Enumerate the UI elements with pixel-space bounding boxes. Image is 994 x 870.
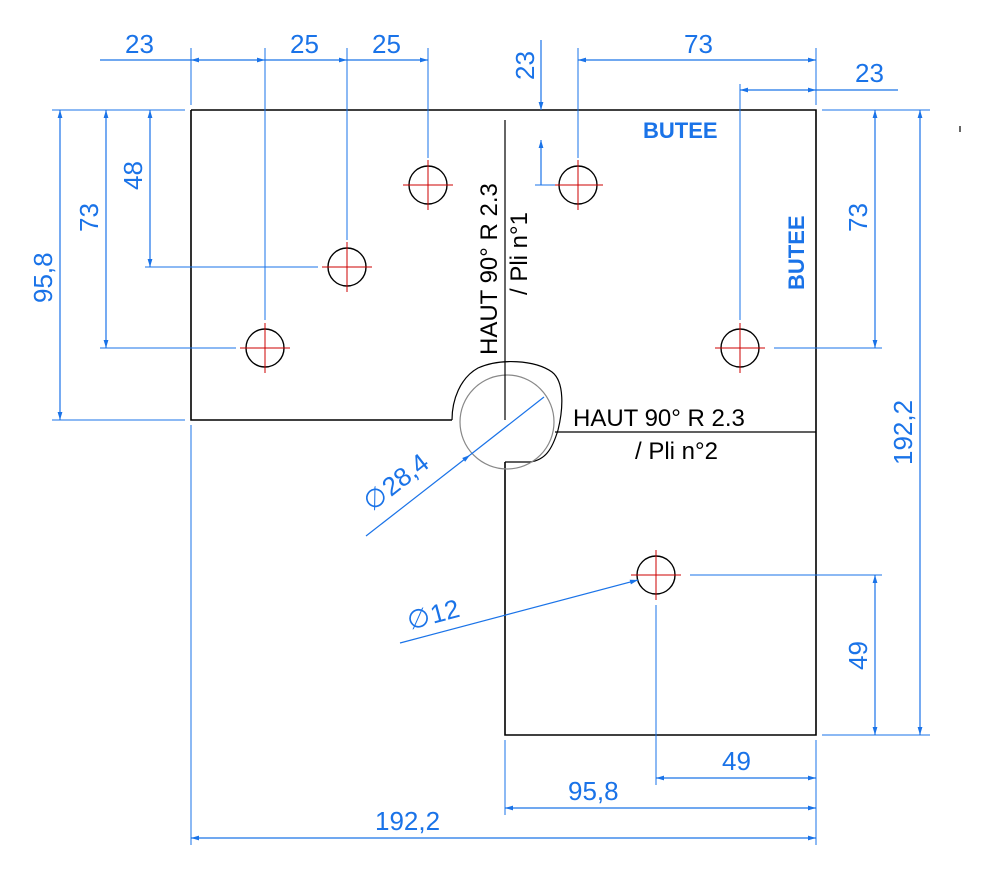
dim-left-73: 73 (74, 203, 104, 232)
bend-notes: HAUT 90° R 2.3 / Pli n°1 HAUT 90° R 2.3 … (476, 183, 745, 465)
hole-2 (322, 242, 372, 292)
dim-top-23-right: 23 (855, 58, 884, 88)
dim-diameter-12: ∅ 12 (404, 593, 463, 636)
dim-top-25-a: 25 (290, 29, 319, 59)
dimension-labels: 23 25 25 73 23 23 95,8 73 48 73 192,2 49… (28, 29, 918, 836)
dim-right-192-2: 192,2 (888, 400, 918, 465)
hole-3 (403, 160, 453, 210)
dim-right-73: 73 (843, 203, 873, 232)
dim-top-23-left: 23 (125, 29, 154, 59)
dim-top-73: 73 (684, 29, 713, 59)
hole-4 (553, 160, 603, 210)
dim-right-49: 49 (843, 641, 873, 670)
relief-circle (459, 374, 555, 470)
part-outline (190, 109, 817, 736)
butee-top-label: BUTEE (643, 118, 718, 143)
dim-bottom-49: 49 (722, 746, 751, 776)
bend-2-note-line-2: / Pli n°2 (635, 438, 718, 465)
dim-top-23-vertical: 23 (510, 51, 540, 80)
extension-lines (52, 48, 930, 845)
dim-bottom-95-8: 95,8 (568, 776, 619, 806)
dimension-lines (57, 40, 923, 841)
bend-lines (504, 120, 816, 433)
butee-side-label: BUTEE (784, 215, 809, 290)
hole-1 (240, 323, 290, 373)
holes (240, 160, 765, 600)
stop-labels: BUTEE BUTEE (643, 118, 809, 290)
hole-6 (631, 550, 681, 600)
hole-5 (715, 323, 765, 373)
bend-1-note-line-2: / Pli n°1 (506, 212, 533, 295)
dim-bottom-192-2: 192,2 (375, 806, 440, 836)
dim-left-95-8: 95,8 (28, 252, 58, 303)
relief-notch (451, 361, 563, 463)
dim-top-25-b: 25 (372, 29, 401, 59)
dim-left-48: 48 (118, 161, 148, 190)
dim-diameter-28-4: ∅ 28,4 (357, 447, 434, 517)
bend-1-note-line-1: HAUT 90° R 2.3 (476, 183, 503, 355)
svg-text:12: 12 (427, 593, 463, 629)
bend-2-note-line-1: HAUT 90° R 2.3 (573, 405, 745, 432)
